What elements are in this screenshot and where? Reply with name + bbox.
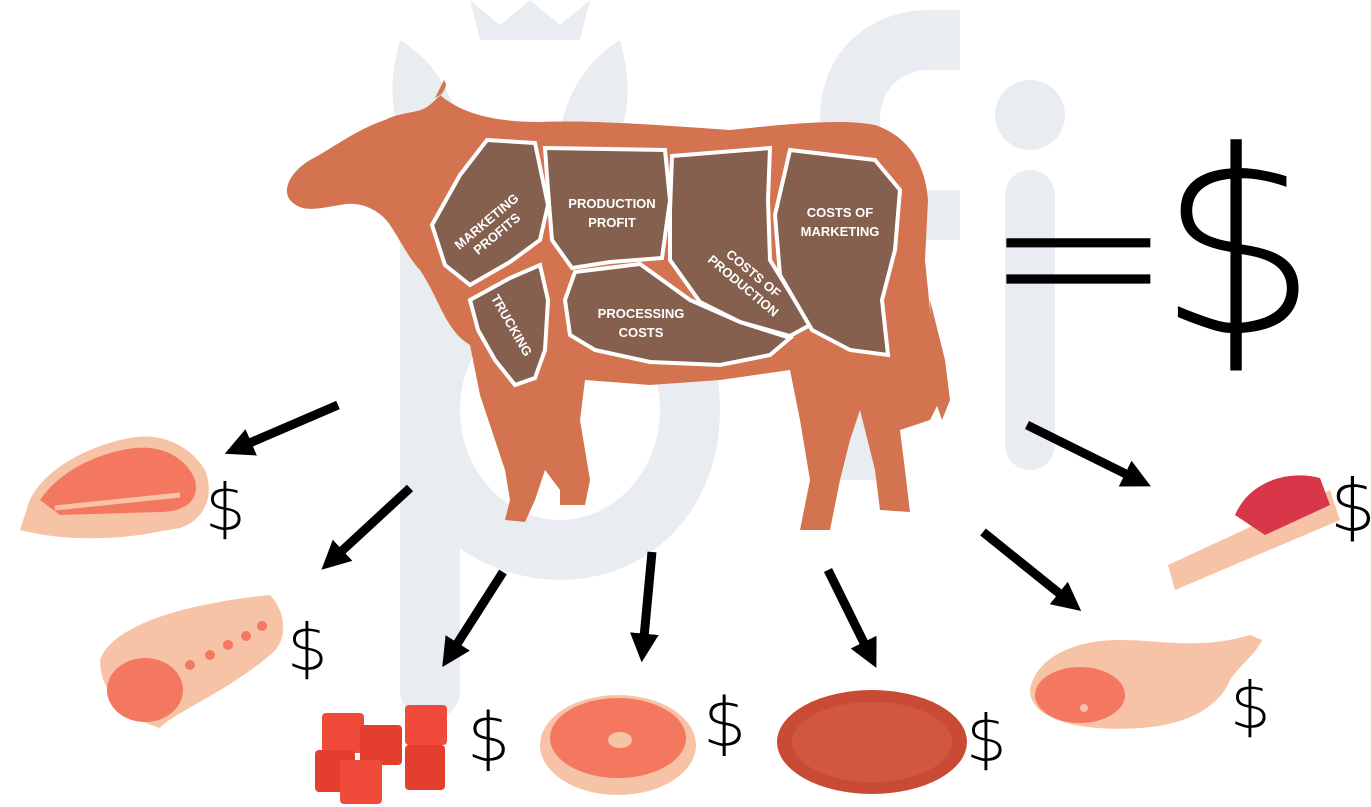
cut-label-costs-of-marketing-1: COSTS OF [807,205,874,220]
rib-rack-icon [100,595,283,728]
price-round-steak: $ [703,690,746,758]
cut-label-costs-of-marketing-2: MARKETING [801,224,880,239]
arrow-2 [332,488,410,560]
cut-label-processing-costs-1: PROCESSING [598,306,685,321]
price-ham-leg: $ [1230,675,1271,739]
price-ribeye: $ [1330,470,1371,542]
cut-label-production-profit-1: PRODUCTION [568,196,655,211]
price-beef-cubes: $ [467,705,510,773]
cut-label-production-profit-2: PROFIT [588,215,636,230]
arrow-1 [238,405,338,448]
arrow-6 [983,532,1070,602]
cut-production-profit: PRODUCTION PROFIT [545,148,670,268]
ham-leg-icon [1030,635,1262,729]
dollar-sign: $ [1157,97,1301,394]
beef-cubes-icon [315,705,447,804]
arrow-5 [828,570,870,655]
ground-beef-icon [777,690,967,794]
cut-label-processing-costs-2: COSTS [619,325,664,340]
t-bone-steak-icon [20,437,209,539]
ribeye-steak-icon [1168,475,1340,590]
arrow-4 [643,552,652,648]
price-rib-rack: $ [287,617,328,681]
price-t-bone: $ [205,477,246,541]
price-ground-beef: $ [966,708,1007,772]
equals-sign: = [982,121,1157,388]
equals-dollar-equation: =$ [982,118,1301,373]
round-steak-icon [540,695,696,795]
